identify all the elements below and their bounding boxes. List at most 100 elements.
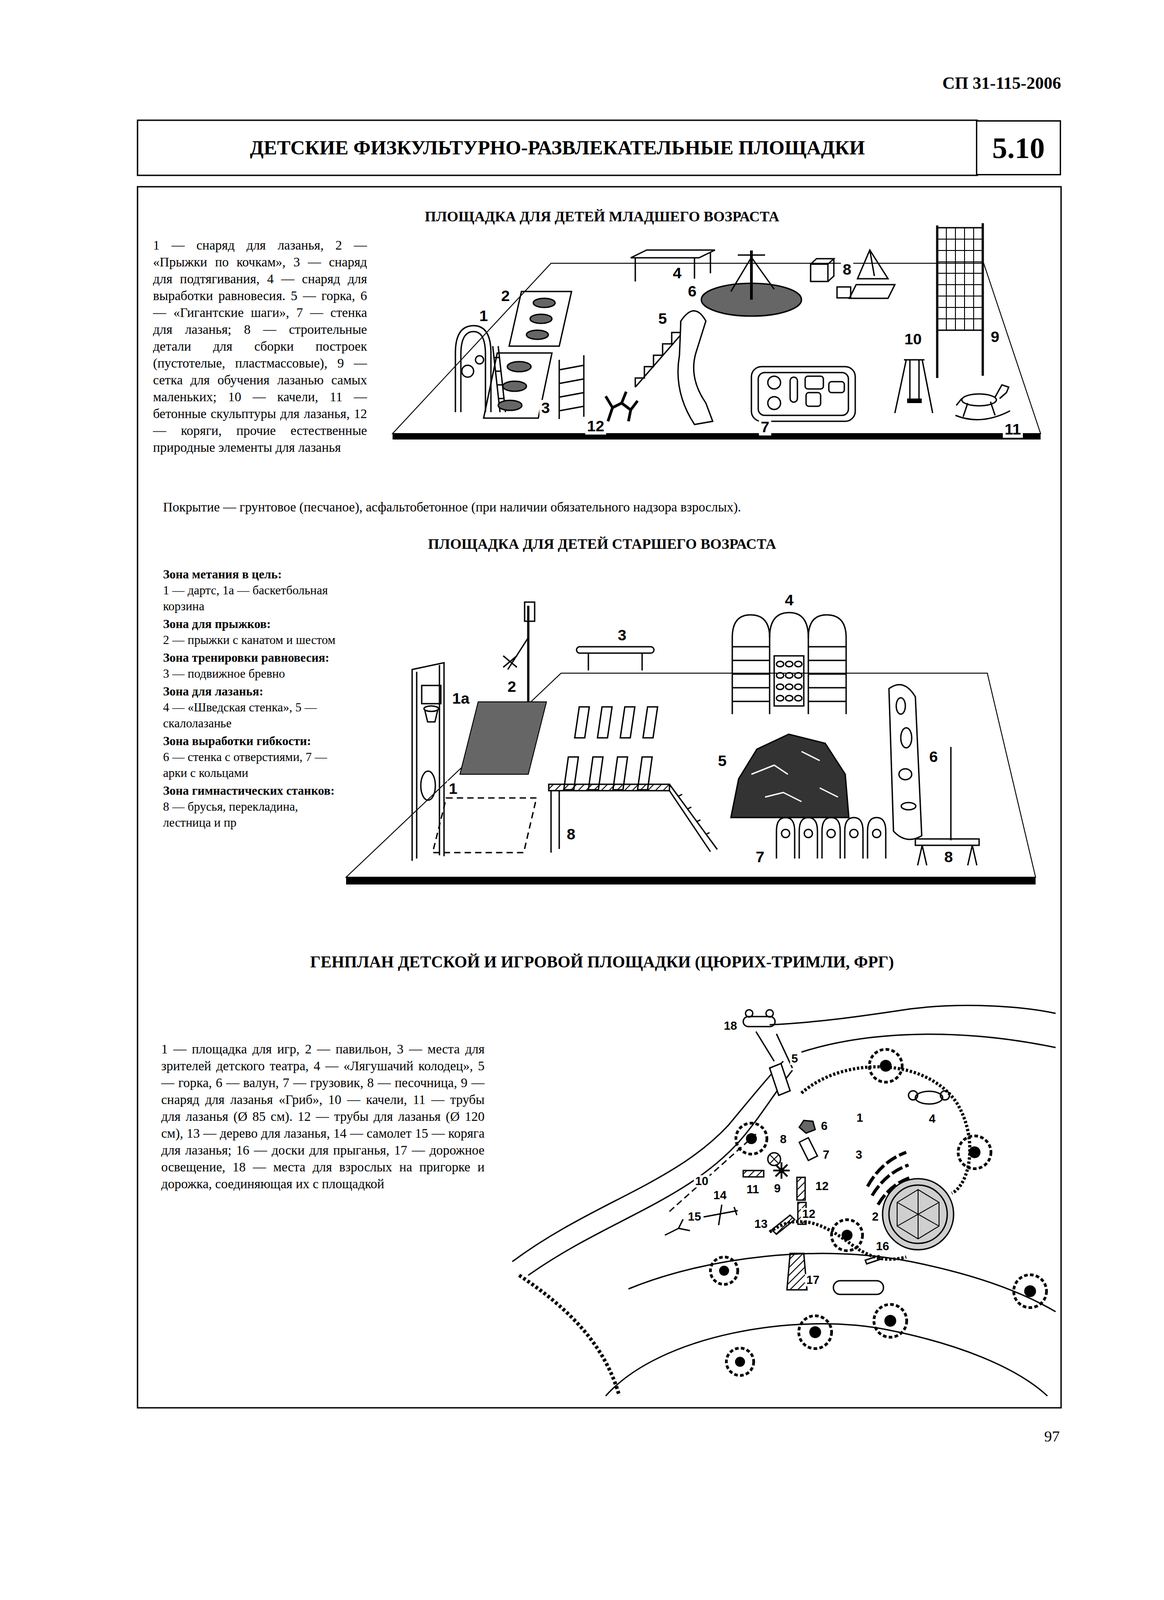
site-plan bbox=[769, 1005, 1056, 1025]
callout-number: 12 bbox=[801, 1207, 817, 1221]
pull-up-bar bbox=[559, 355, 584, 419]
site-plan bbox=[512, 1061, 784, 1262]
target-wall bbox=[412, 662, 445, 861]
climbing-wall bbox=[758, 372, 849, 416]
section-heading: ПЛОЩАДКА ДЛЯ ДЕТЕЙ МЛАДШЕГО ВОЗРАСТА bbox=[424, 208, 780, 225]
climbing-arch bbox=[455, 325, 506, 413]
page-frame bbox=[137, 120, 978, 176]
rocking-horse bbox=[956, 384, 1009, 406]
older-playground bbox=[346, 602, 1036, 885]
swing bbox=[894, 359, 933, 414]
hopping-pads bbox=[483, 291, 572, 419]
swedish-wall bbox=[785, 672, 793, 679]
page-title: ДЕТСКИЕ ФИЗКУЛЬТУРНО-РАЗВЛЕКАТЕЛЬНЫЕ ПЛО… bbox=[137, 120, 978, 176]
callout-number: 3 bbox=[539, 399, 552, 417]
callout-number: 3 bbox=[854, 1148, 864, 1161]
climbing-arch bbox=[460, 331, 486, 413]
callout-number: 13 bbox=[753, 1217, 770, 1231]
tree-symbol bbox=[710, 1256, 738, 1285]
climbing-arch bbox=[455, 325, 491, 413]
ring-arches bbox=[821, 817, 841, 859]
swing bbox=[894, 359, 933, 414]
pavilion bbox=[888, 1184, 948, 1244]
building-blocks bbox=[810, 250, 895, 299]
hopping-pads bbox=[526, 330, 549, 340]
target-wall bbox=[420, 770, 436, 801]
swedish-wall bbox=[732, 614, 770, 715]
sandbox bbox=[767, 1152, 781, 1166]
theatre-seats bbox=[867, 1152, 911, 1205]
climbing-wall bbox=[805, 376, 824, 389]
wall-with-holes bbox=[900, 727, 912, 748]
callout-number: 4 bbox=[783, 592, 796, 609]
target-wall bbox=[412, 662, 445, 861]
callout-number: 1а bbox=[450, 690, 472, 707]
theatre-seats bbox=[878, 1177, 911, 1205]
older-playground bbox=[346, 877, 1036, 885]
horizontal-ladder bbox=[548, 784, 670, 791]
zone-item: 1 — дартс, 1а — баскетбольная корзина bbox=[163, 582, 341, 615]
callout-number: 16 bbox=[874, 1240, 891, 1253]
climbing-net bbox=[937, 223, 983, 378]
callout-number: 5 bbox=[656, 310, 669, 327]
zone-heading: Зона метания в цель: bbox=[163, 566, 341, 583]
swedish-wall bbox=[794, 695, 802, 701]
tree-symbol bbox=[831, 1219, 863, 1251]
tree-symbol bbox=[873, 1304, 907, 1338]
callout-number: 6 bbox=[819, 1119, 829, 1133]
zone-list: Зона метания в цель:1 — дартс, 1а — баск… bbox=[163, 564, 341, 831]
callout-number: 8 bbox=[841, 261, 854, 278]
building-blocks bbox=[837, 286, 851, 298]
horizontal-ladder bbox=[551, 784, 718, 853]
callout-number: 2 bbox=[499, 287, 512, 305]
tree-symbol bbox=[726, 1347, 754, 1376]
moving-log bbox=[576, 646, 654, 671]
callout-number: 7 bbox=[821, 1148, 831, 1161]
target-wall bbox=[423, 705, 439, 712]
callout-number: 10 bbox=[902, 331, 924, 348]
climbing-wall bbox=[767, 376, 781, 389]
pavilion bbox=[897, 1189, 940, 1239]
page-number: 97 bbox=[1044, 1427, 1060, 1445]
giant-steps bbox=[730, 255, 775, 292]
balance-beam bbox=[635, 251, 711, 282]
site-plan bbox=[528, 1070, 793, 1276]
frog-well bbox=[908, 1090, 950, 1104]
hopping-pads bbox=[502, 381, 527, 392]
zone-item: 6 — стенка с отверстиями, 7 — арки с кол… bbox=[163, 749, 341, 782]
young-playground bbox=[392, 223, 1041, 440]
slide-symbol bbox=[769, 1063, 791, 1096]
balance-marks bbox=[620, 706, 635, 738]
swedish-wall bbox=[794, 684, 802, 690]
climbing-rock bbox=[730, 734, 849, 818]
zone-item: 4 — «Шведская стенка», 5 — скалолазанье bbox=[163, 699, 341, 732]
site-plan bbox=[628, 1253, 1056, 1312]
callout-number: 12 bbox=[585, 418, 607, 435]
boulder bbox=[799, 1120, 816, 1134]
swedish-wall bbox=[774, 655, 804, 706]
swedish-wall bbox=[785, 661, 793, 667]
tree-symbol bbox=[809, 1326, 822, 1338]
tree-symbol bbox=[710, 1256, 738, 1285]
moving-log bbox=[588, 653, 643, 671]
rocking-horse bbox=[961, 393, 997, 406]
section-heading: ПЛОЩАДКА ДЛЯ ДЕТЕЙ СТАРШЕГО ВОЗРАСТА bbox=[428, 535, 777, 553]
hopping-pads bbox=[498, 400, 522, 411]
callout-number: 1 bbox=[447, 780, 460, 797]
jump-pole bbox=[503, 602, 535, 705]
zone-heading: Зона тренировки равновесия: bbox=[163, 649, 341, 666]
zone-heading: Зона выработки гибкости: bbox=[163, 733, 341, 750]
tree-symbol bbox=[869, 1049, 903, 1083]
tree-symbol bbox=[958, 1135, 991, 1169]
site-plan bbox=[801, 1034, 1056, 1052]
adult-benches bbox=[765, 1009, 774, 1017]
callout-number: 9 bbox=[989, 328, 1002, 346]
jump-pole bbox=[527, 605, 530, 705]
callout-number: 12 bbox=[814, 1179, 831, 1193]
site-plan bbox=[605, 1323, 1048, 1396]
callout-number: 7 bbox=[759, 418, 772, 436]
section-number: 5.10 bbox=[992, 130, 1046, 166]
tree-symbol bbox=[735, 1356, 746, 1367]
adult-benches bbox=[743, 1016, 776, 1027]
wall-with-holes bbox=[950, 746, 952, 841]
